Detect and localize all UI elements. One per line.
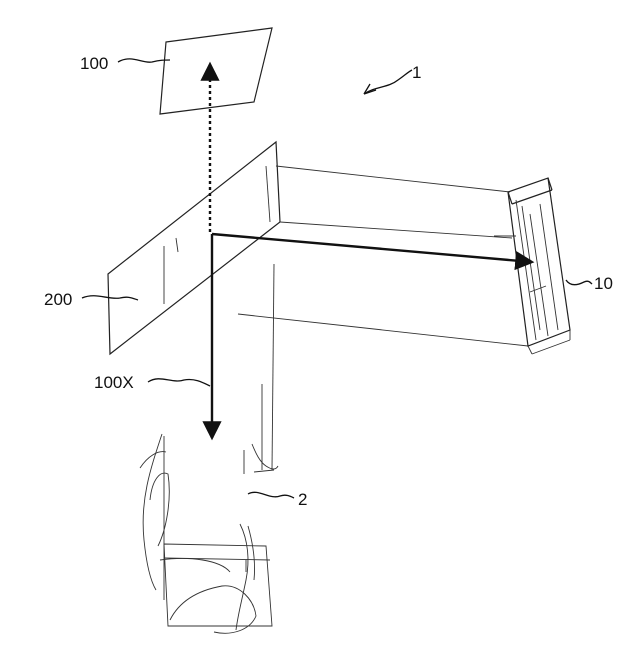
leader-lines <box>81 58 593 499</box>
projection-rays <box>237 165 529 471</box>
combiner-plate <box>107 140 281 356</box>
label-combiner: 200 <box>44 290 72 309</box>
arrow-to-screen <box>211 232 535 271</box>
optical-paths <box>200 61 535 441</box>
screen-prism <box>494 177 571 355</box>
label-eye: 2 <box>298 490 307 509</box>
display-panel <box>159 27 273 115</box>
label-display: 100 <box>80 54 108 73</box>
label-virtual-image: 100X <box>94 373 134 392</box>
label-system: 1 <box>412 63 421 82</box>
label-screen: 10 <box>594 274 613 293</box>
eye-sketch <box>139 433 279 634</box>
